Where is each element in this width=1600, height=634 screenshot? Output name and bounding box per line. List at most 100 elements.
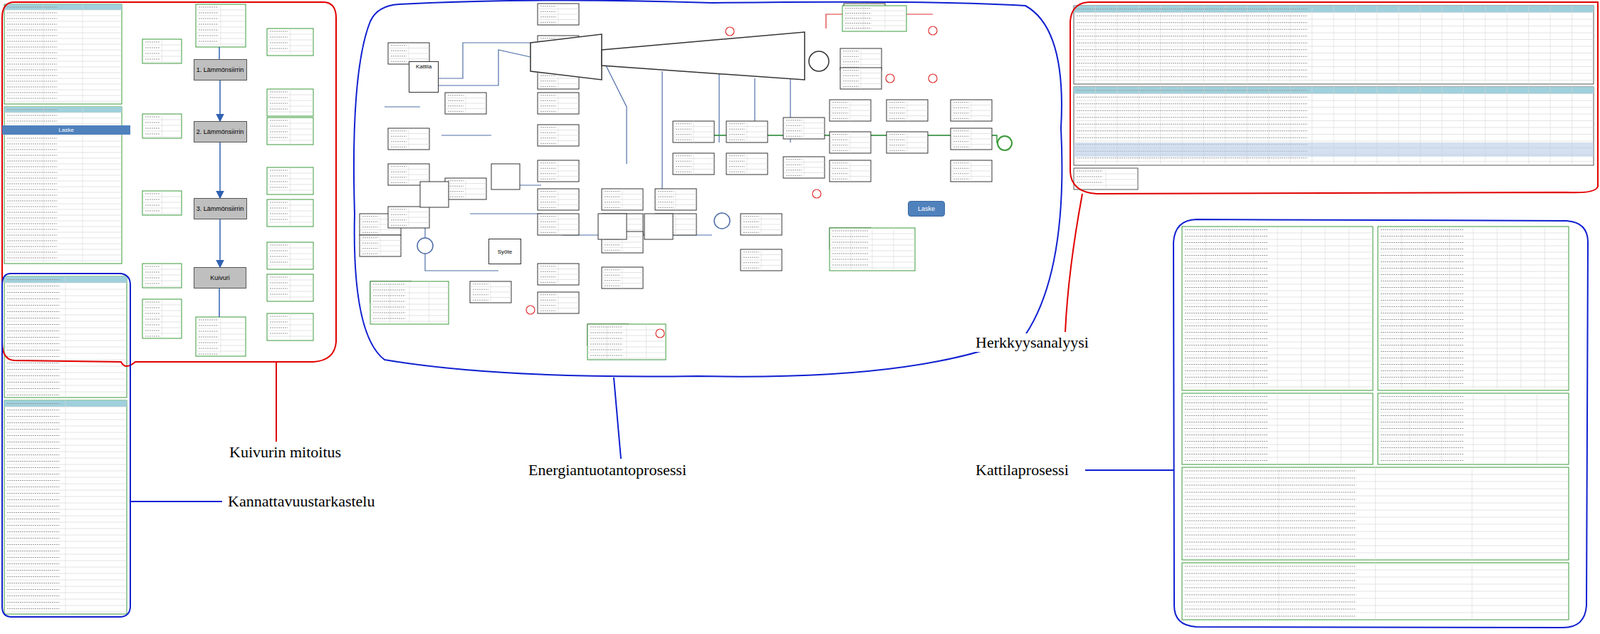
cell-fill <box>729 155 745 156</box>
cell-fill <box>1184 338 1269 339</box>
table-header <box>4 4 122 10</box>
table-col <box>907 99 908 122</box>
cell-fill <box>540 86 557 87</box>
cell-fill <box>145 282 161 284</box>
table-frame <box>388 128 430 150</box>
cell-fill <box>1184 477 1356 478</box>
cell-fill <box>1184 408 1269 410</box>
table-row <box>4 27 122 28</box>
cell-fill <box>1184 344 1269 346</box>
cell-fill <box>786 158 802 160</box>
table-row <box>4 89 122 91</box>
cell-fill <box>362 221 379 223</box>
table-frame <box>950 160 992 182</box>
cell-fill <box>7 154 57 156</box>
cell-fill <box>269 96 288 98</box>
cell-fill <box>7 46 57 47</box>
cell-fill <box>198 40 219 42</box>
cell-fill <box>7 409 60 411</box>
cell-fill <box>7 403 60 404</box>
cell-fill <box>1380 331 1464 333</box>
cell-fill <box>7 467 60 468</box>
cell-fill <box>472 289 489 290</box>
cell-fill <box>7 97 57 99</box>
node-text: Laske <box>917 205 935 213</box>
table-col <box>1484 5 1486 85</box>
cell-fill <box>1380 319 1464 320</box>
cell-fill <box>604 269 621 270</box>
table-frame <box>1073 5 1594 85</box>
turbine-symbol <box>530 34 602 80</box>
table-col <box>1300 226 1302 391</box>
cell-fill <box>1380 447 1464 448</box>
cell-fill <box>7 349 60 351</box>
cell-fill <box>1184 526 1356 528</box>
cell-fill <box>7 298 60 300</box>
cell-fill <box>362 237 379 238</box>
table-col <box>289 242 291 270</box>
table-frame <box>840 67 882 90</box>
cell-fill <box>145 323 161 325</box>
table-frame <box>783 156 825 179</box>
table-row <box>4 237 122 239</box>
cell-fill <box>1184 370 1269 371</box>
cell-fill <box>1380 421 1464 423</box>
cell-fill <box>1184 415 1269 416</box>
table-row <box>4 169 122 171</box>
table-grids <box>4 3 1594 620</box>
cell-fill <box>1184 586 1356 588</box>
table-frame <box>537 188 579 211</box>
cell-fill <box>145 335 161 337</box>
cell-fill <box>786 130 802 132</box>
cell-fill <box>1184 306 1269 307</box>
cell-fill <box>675 123 692 124</box>
table-frame <box>142 263 182 288</box>
cell-fill <box>1184 274 1269 275</box>
cell-fill <box>540 162 557 164</box>
cell-fill <box>269 287 288 289</box>
table-frame <box>142 299 182 339</box>
cell-fill <box>540 105 557 107</box>
table-frame <box>267 274 314 302</box>
table-frame <box>783 117 825 139</box>
cell-fill <box>390 55 407 57</box>
cell-fill <box>7 388 60 389</box>
pipe-line <box>601 56 627 164</box>
cell-fill <box>540 310 557 312</box>
table-col <box>1290 5 1291 85</box>
cell-fill <box>7 217 57 218</box>
table-col <box>1340 393 1342 465</box>
cell-fill <box>269 169 288 171</box>
table-col <box>1277 393 1279 465</box>
cell-fill <box>743 232 760 233</box>
cell-fill <box>7 114 57 116</box>
cell-fill <box>1184 608 1356 609</box>
cell-fill <box>1380 286 1464 288</box>
cell-fill <box>198 6 219 8</box>
cell-fill <box>889 139 906 141</box>
cell-fill <box>7 368 60 370</box>
cell-fill <box>390 171 407 173</box>
table-row <box>4 146 122 148</box>
cell-fill <box>7 143 57 144</box>
cell-fill <box>1076 35 1309 37</box>
table-col <box>1425 226 1427 391</box>
cell-fill <box>590 354 624 356</box>
cell-fill <box>7 428 60 430</box>
cell-fill <box>390 140 407 142</box>
table-frame <box>672 153 715 175</box>
cell-fill <box>540 111 557 112</box>
cell-fill <box>1076 96 1309 98</box>
cell-fill <box>269 47 288 49</box>
cell-fill <box>953 178 970 180</box>
table-col <box>1401 226 1403 391</box>
cell-fill <box>1380 242 1464 243</box>
cell-fill <box>7 479 60 481</box>
cell-fill <box>540 201 557 203</box>
cell-fill <box>269 108 288 109</box>
cell-fill <box>1184 572 1356 574</box>
cell-fill <box>1076 62 1309 64</box>
cell-fill <box>7 165 57 167</box>
table-frame <box>267 242 314 270</box>
